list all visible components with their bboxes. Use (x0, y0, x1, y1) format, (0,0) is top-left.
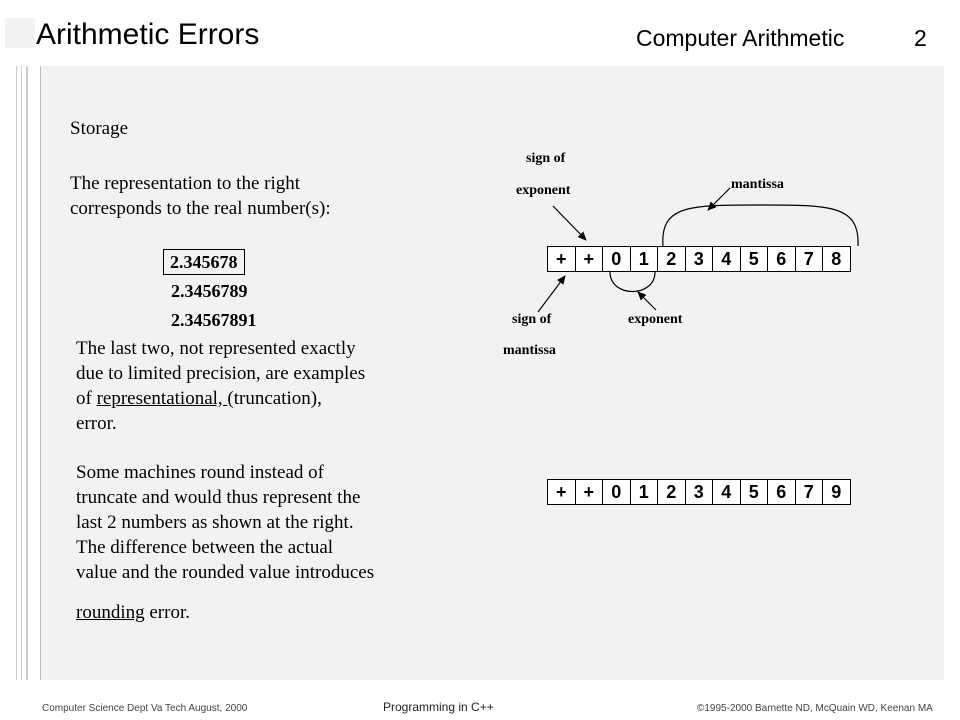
exponent-brace (609, 271, 656, 293)
register-cell: 1 (631, 480, 658, 504)
number-third: 2.34567891 (171, 310, 257, 330)
footer-left: Computer Science Dept Va Tech August, 20… (42, 703, 248, 714)
left-border-decoration (16, 66, 22, 680)
register-cell: 0 (603, 247, 631, 271)
arrow-sign-of-exponent (552, 205, 587, 241)
register-cell: 0 (603, 480, 631, 504)
register-cell: 1 (631, 247, 658, 271)
register-cell: 9 (831, 482, 842, 502)
para2-line1: Some machines round instead of (76, 462, 325, 483)
register-cell: 7 (796, 480, 823, 504)
arrow-exponent (637, 291, 657, 311)
register-cell: 5 (741, 247, 768, 271)
corner-decoration (5, 18, 35, 48)
label-sign-of-exponent-1: sign of (526, 151, 566, 166)
register-cell: + (576, 247, 603, 271)
para2-line2: truncate and would thus represent the (76, 487, 361, 508)
register-cell: + (576, 480, 603, 504)
label-sign-of-mantissa-2: mantissa (503, 343, 556, 358)
register-cell: 4 (713, 247, 741, 271)
label-mantissa: mantissa (731, 177, 784, 192)
slide-title: Arithmetic Errors (36, 18, 260, 51)
left-border-decoration-inner (26, 66, 28, 680)
arrow-mantissa (707, 187, 731, 211)
arrow-sign-of-mantissa (537, 275, 566, 313)
label-sign-of-mantissa-1: sign of (512, 312, 552, 327)
section-title: Computer Arithmetic (636, 25, 845, 51)
number-second: 2.3456789 (171, 281, 248, 301)
para2-line6: rounding error. (76, 600, 190, 625)
content-panel (40, 66, 944, 680)
para1-line2: due to limited precision, are examples (76, 363, 366, 384)
register-cell: + (548, 480, 576, 504)
label-exponent: exponent (628, 312, 683, 327)
register-cell: 2 (658, 480, 686, 504)
register-cell: 6 (768, 480, 796, 504)
register-cell: 3 (686, 247, 713, 271)
register-cell: + (548, 247, 576, 271)
register-cell: 7 (796, 247, 823, 271)
para1-line4: error. (76, 413, 117, 434)
register-cell: 8 (831, 249, 842, 269)
number-boxed: 2.345678 (163, 249, 245, 275)
footer-right: ©1995-2000 Barnette ND, McQuain WD, Keen… (697, 703, 933, 714)
heading-storage: Storage (70, 118, 129, 139)
para2-line5: value and the rounded value introduces (76, 562, 375, 583)
para1-line3: of representational, (truncation), (76, 386, 322, 411)
register-cell: 5 (741, 480, 768, 504)
para2-line4: The difference between the actual (76, 537, 334, 558)
register-cell: 3 (686, 480, 713, 504)
para1-line3-post: (truncation), (227, 388, 322, 409)
register-cell: 2 (658, 247, 686, 271)
intro-text-line2: corresponds to the real number(s): (70, 198, 331, 219)
term-representational: representational, (96, 388, 228, 409)
page-number: 2 (914, 25, 927, 51)
intro-text-line1: The representation to the right (70, 173, 301, 194)
term-rounding: rounding (76, 602, 145, 623)
footer-center: Programming in C++ (383, 700, 494, 714)
mantissa-brace (662, 204, 859, 247)
para1-line3-pre: of (76, 388, 97, 409)
register-cell: 6 (768, 247, 796, 271)
label-sign-of-exponent-2: exponent (516, 183, 571, 198)
register-cell: 4 (713, 480, 741, 504)
para2-line3: last 2 numbers as shown at the right. (76, 512, 354, 533)
para1-line1: The last two, not represented exactly (76, 338, 356, 359)
para2-line6-post: error. (144, 602, 190, 623)
